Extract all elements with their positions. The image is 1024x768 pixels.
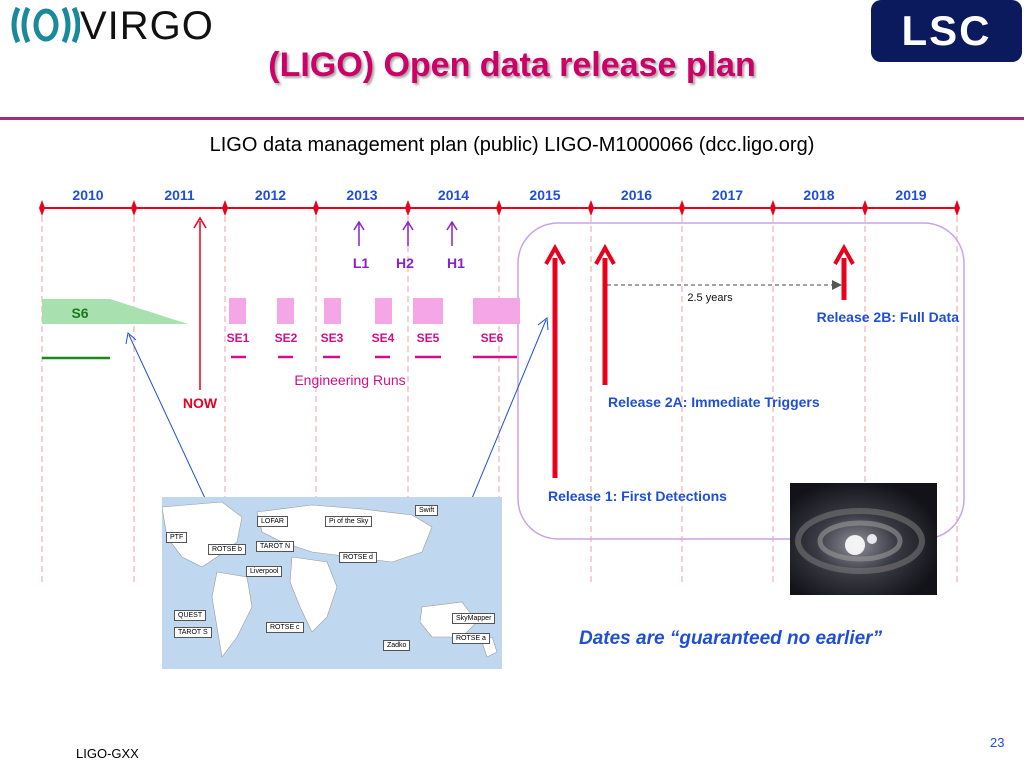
year-label: 2014: [438, 187, 469, 203]
lsc-logo: LSC: [871, 0, 1022, 62]
engineering-run-label: SE3: [321, 331, 344, 345]
timeline-tick: [770, 200, 776, 216]
engineering-run-bar: [324, 298, 341, 324]
map-label-swift: Swift: [415, 505, 439, 516]
map-label-quest: QUEST: [174, 610, 207, 621]
engineering-run-bar: [473, 298, 520, 324]
merger-illustration: [795, 508, 925, 574]
detector-label: H2: [396, 255, 414, 271]
map-label-liverpool: Liverpool: [246, 566, 283, 577]
title-divider: [0, 117, 1024, 120]
gap-label: 2.5 years: [687, 292, 733, 304]
map-label-ptf: PTF: [166, 532, 188, 543]
engineering-run-bar: [277, 298, 294, 324]
detector-label: L1: [353, 255, 370, 271]
engineering-run-label: SE2: [275, 331, 298, 345]
year-label: 2013: [346, 187, 377, 203]
footer-left: LIGO-GXX: [76, 746, 139, 761]
year-label: 2012: [255, 187, 286, 203]
subtitle: LIGO data management plan (public) LIGO-…: [209, 134, 815, 156]
binary-merger-image: [790, 483, 937, 595]
engineering-run-bar: [229, 298, 246, 324]
page-number: 23: [990, 735, 1005, 750]
now-label: NOW: [183, 395, 218, 411]
year-label: 2015: [529, 187, 560, 203]
timeline-tick: [39, 200, 45, 216]
engineering-runs-label: Engineering Runs: [294, 372, 405, 388]
virgo-logo: [8, 2, 218, 48]
engineering-run-label: SE4: [372, 331, 395, 345]
timeline-tick: [496, 200, 502, 216]
year-label: 2016: [621, 187, 652, 203]
now-arrow-head: [193, 216, 207, 229]
map-label-pi-of-the-sky: Pi of the Sky: [325, 516, 373, 527]
map-label-rotse-c: ROTSE c: [266, 622, 304, 633]
s6-run-shape: [42, 299, 188, 324]
gap-arrow-head: [832, 280, 842, 290]
detector-arrow-head: [402, 220, 414, 231]
map-pointer-right-head: [537, 317, 549, 331]
engineering-run-bar: [413, 298, 443, 324]
map-label-rotse-d: ROTSE d: [339, 552, 377, 563]
year-label: 2010: [72, 187, 103, 203]
release-1-arrow-head: [544, 243, 566, 265]
detector-arrow-head: [353, 220, 365, 231]
virgo-wave-icon: [11, 6, 80, 44]
release-2a-arrow-head: [594, 243, 616, 265]
engineering-run-label: SE1: [227, 331, 250, 345]
map-label-zadko: Zadko: [383, 640, 411, 651]
engineering-run-bar: [375, 298, 392, 324]
timeline-tick: [313, 200, 319, 216]
year-label: 2011: [164, 187, 195, 203]
detector-arrow-head: [446, 220, 458, 231]
map-label-rotse-a: ROTSE a: [452, 633, 490, 644]
timeline-tick: [222, 200, 228, 216]
year-label: 2017: [712, 187, 743, 203]
release-1-label: Release 1: First Detections: [548, 488, 727, 504]
virgo-logo-text: VIRGO: [80, 4, 214, 48]
map-label-tarot-s: TAROT S: [174, 627, 212, 638]
timeline-tick: [131, 200, 137, 216]
dates-notice: Dates are “guaranteed no earlier”: [579, 628, 883, 649]
timeline-tick: [679, 200, 685, 216]
map-label-rotse-b: ROTSE b: [208, 544, 246, 555]
year-label: 2019: [895, 187, 926, 203]
engineering-run-label: SE6: [481, 331, 504, 345]
release-2a-label: Release 2A: Immediate Triggers: [608, 394, 820, 410]
timeline-tick: [588, 200, 594, 216]
timeline-tick: [862, 200, 868, 216]
year-label: 2018: [803, 187, 834, 203]
detector-label: H1: [447, 255, 465, 271]
timeline-tick: [954, 200, 960, 216]
engineering-run-label: SE5: [417, 331, 440, 345]
release-2b-arrow-head: [833, 243, 855, 265]
map-label-lofar: LOFAR: [257, 516, 288, 527]
map-pointer-left-head: [125, 332, 137, 345]
release-2b-label: Release 2B: Full Data: [817, 309, 960, 325]
timeline-tick: [405, 200, 411, 216]
release-panel: [517, 222, 965, 540]
s6-label: S6: [71, 305, 88, 321]
map-label-skymapper: SkyMapper: [452, 613, 496, 624]
slide-title: (LIGO) Open data release plan: [268, 46, 756, 84]
map-label-tarot-n: TAROT N: [256, 541, 295, 552]
